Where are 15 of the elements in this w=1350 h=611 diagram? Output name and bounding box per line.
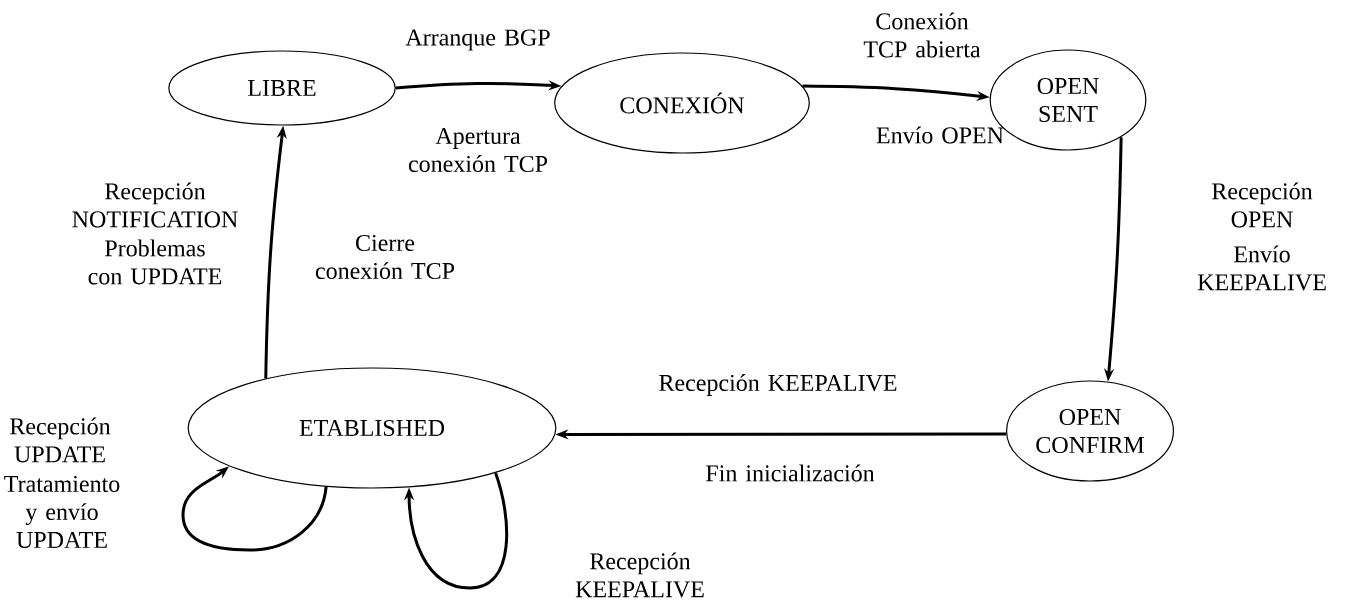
edge-label: Recepción NOTIFICATION [72,182,238,228]
edge-label: Recepción KEEPALIVE [575,552,704,598]
edge-label: Conexión TCP abierta [863,12,981,58]
transition-note: Problemas con UPDATE [88,239,222,285]
edge-label: Recepción OPEN [1212,182,1313,228]
transition-note: Envío OPEN [876,126,1004,144]
edge-label: Recepción KEEPALIVE [659,374,897,396]
transition-note: Tratamiento y envío UPDATE [4,475,120,549]
edge-label: Arranque BGP [405,29,550,51]
transition-note: Fin inicialización [706,464,875,482]
transition-note: Envío KEEPALIVE [1197,245,1326,291]
transition-note: Apertura conexión TCP [408,127,548,173]
edge-label: Recepción UPDATE [10,417,111,463]
transition-note: Cierre conexión TCP [315,234,455,280]
arrow [403,472,509,590]
